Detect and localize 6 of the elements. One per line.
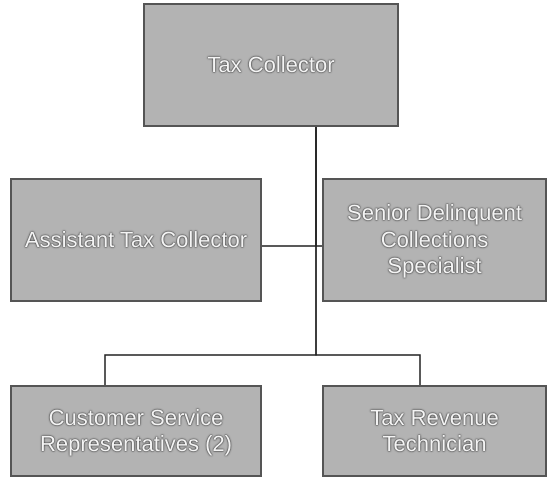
role-box: Assistant Tax Collector	[10, 178, 262, 302]
role-box: Tax Collector	[143, 3, 399, 127]
role-box: Tax Revenue Technician	[322, 385, 547, 477]
role-box: Senior Delinquent Collections Specialist	[322, 178, 547, 302]
connector-line	[315, 127, 421, 385]
role-box: Customer Service Representatives (2)	[10, 385, 262, 477]
